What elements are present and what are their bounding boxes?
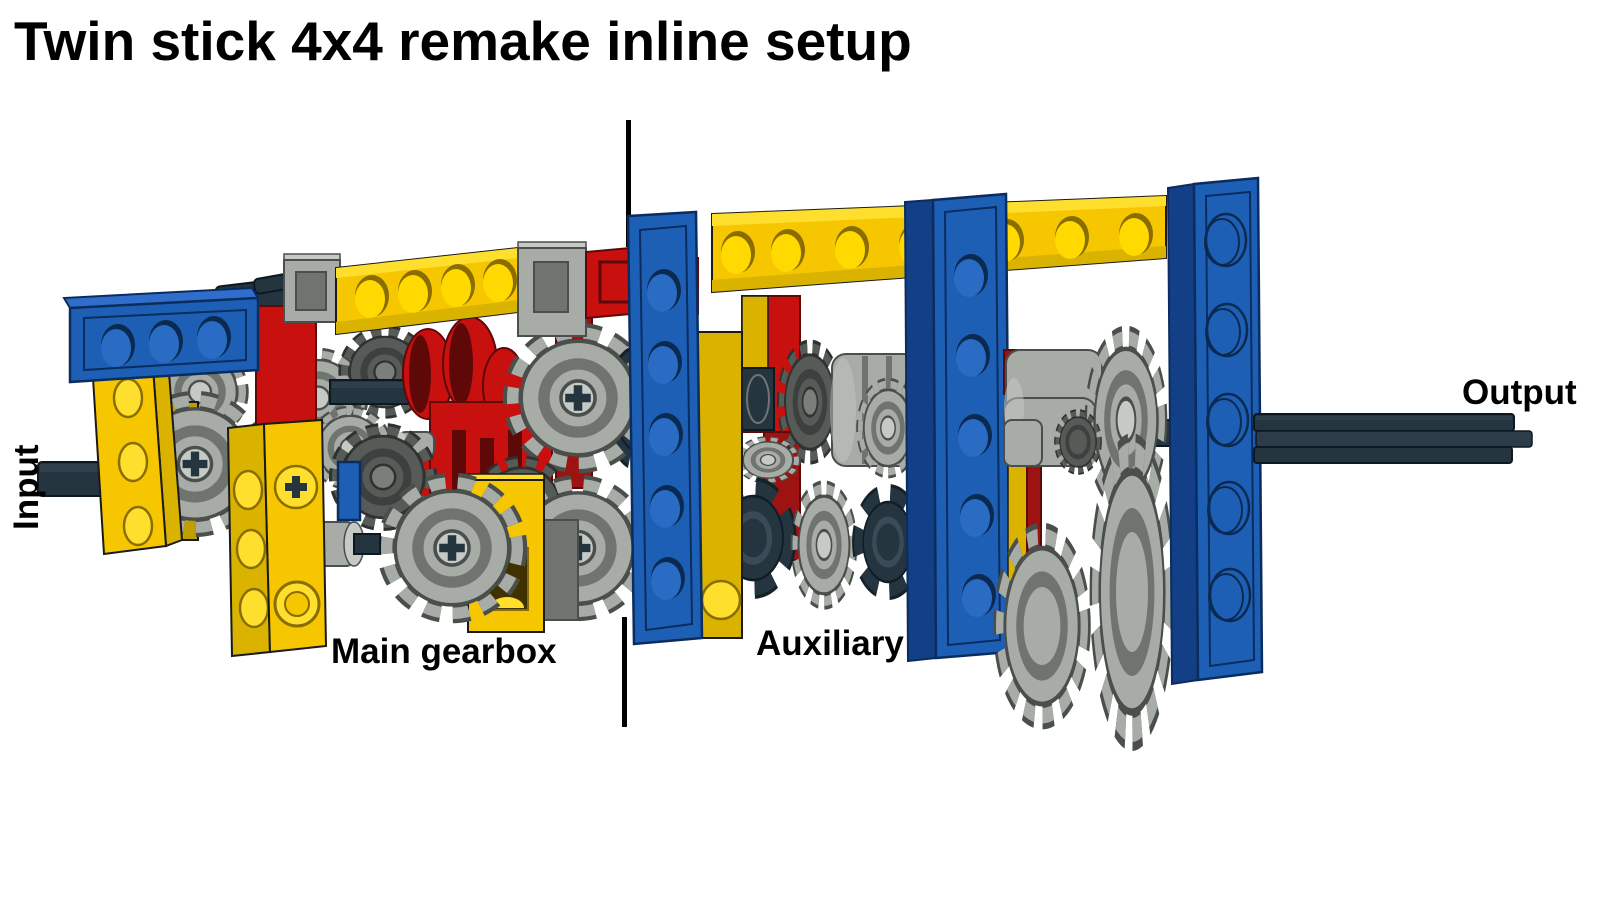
auxiliary-assembly [626,176,1264,751]
output-shaft [1253,413,1533,464]
main-gearbox-label: Main gearbox [331,632,557,671]
output-label: Output [1462,373,1577,412]
beam-hole [1204,302,1249,358]
blue-frame-beam-2 [903,192,1012,663]
page-title: Twin stick 4x4 remake inline setup [14,10,912,72]
yellow-beam-vertical [226,418,328,658]
beam-hole [235,528,267,570]
beam-hole [112,377,144,419]
beam-hole [1205,392,1250,448]
gear-small-edge-icon [1054,409,1102,475]
gear-large-flat-icon [1089,433,1175,751]
divider-line-bottom [622,617,627,727]
gray-pin-strip [543,519,579,621]
yellow-beam-main-top [335,246,519,336]
beam-hole [232,469,264,511]
section-dividers [622,120,631,727]
beam-hole [1206,480,1251,536]
beam-hole [122,505,154,547]
blue-frame-beam-1 [626,210,743,646]
main-gearbox-assembly [37,241,676,658]
input-label: Input [7,444,46,530]
beam-hole [117,441,149,483]
beam-hole [1203,212,1248,268]
annotations: Twin stick 4x4 remake inline setup Input… [7,10,1577,671]
gear-24t-bottom-left-icon [376,472,528,624]
divider-line-top [626,120,631,247]
auxiliary-label: Auxiliary [756,624,904,663]
gear-big-bevel-icon [993,522,1091,730]
beam-hole [1207,567,1252,623]
blue-frame-beam-3 [1166,176,1264,686]
red-brick-behind-blue [255,305,317,432]
gray-bracket-center [517,241,587,337]
beam-hole [238,587,270,629]
yellow-plate-front [90,352,184,556]
axle-cross-hole [285,476,307,498]
blue-plate-top-left [62,286,260,384]
blue-plate-small [336,460,362,522]
gray-bracket-left [283,253,341,323]
